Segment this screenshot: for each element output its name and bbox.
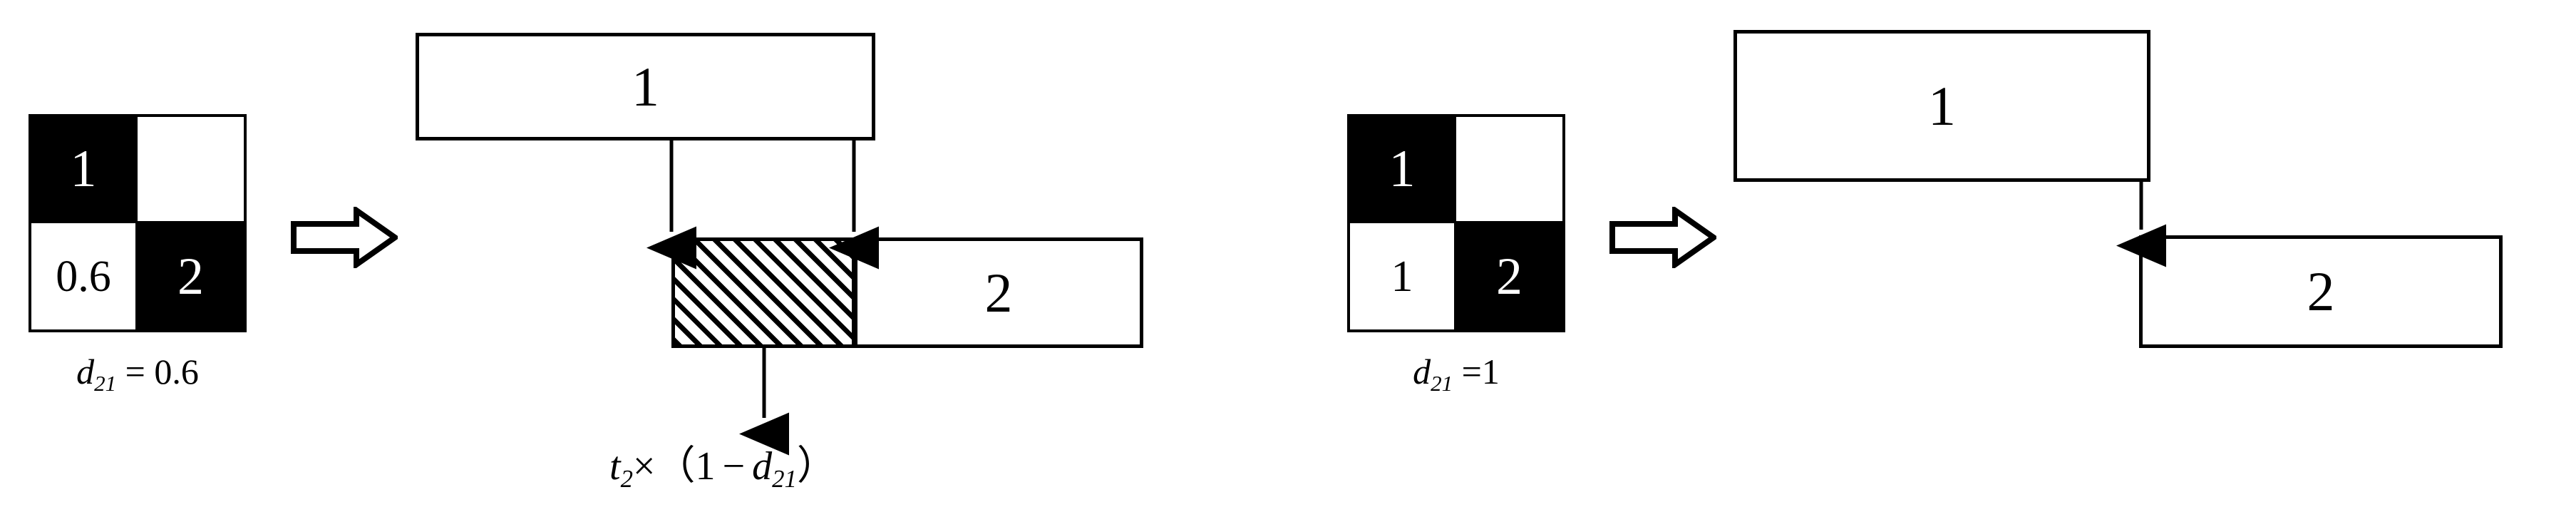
overlap-formula-left: t2×（1−d21） bbox=[609, 434, 837, 493]
matrix-cell-r1c2 bbox=[138, 117, 244, 223]
task-bar-2-right-label: 2 bbox=[2307, 260, 2335, 322]
matrix-label-value: 0.6 bbox=[154, 352, 199, 392]
matrix-label-symbol: d bbox=[76, 352, 95, 392]
formula-t-subscript: 2 bbox=[620, 465, 633, 493]
formula-t-symbol: t bbox=[609, 444, 621, 488]
matrix-cell-r1c1: 1 bbox=[1350, 117, 1456, 223]
matrix-label-right: d21 =1 bbox=[1347, 351, 1565, 396]
task-bar-2-right: 2 bbox=[2139, 235, 2503, 348]
formula-d-symbol: d bbox=[752, 444, 773, 488]
formula-one: 1 bbox=[695, 444, 716, 488]
task-bar-1-left-label: 1 bbox=[632, 55, 659, 118]
task-bar-1-left: 1 bbox=[416, 33, 875, 140]
matrix-cell-r1c2 bbox=[1456, 117, 1562, 223]
matrix-cell-r2c2: 2 bbox=[1456, 223, 1562, 329]
matrix-label-value: 1 bbox=[1481, 352, 1500, 392]
task-bar-1-right: 1 bbox=[1733, 30, 2150, 182]
task-bar-2-left: 2 bbox=[854, 237, 1143, 348]
formula-close-paren: ） bbox=[796, 444, 837, 488]
formula-open-paren: （ bbox=[655, 444, 696, 488]
matrix-cell-r1c1: 1 bbox=[31, 117, 138, 223]
matrix-label-relation: = bbox=[1453, 352, 1482, 392]
adjacency-matrix-left: 1 0.6 2 bbox=[29, 114, 247, 332]
formula-times: × bbox=[632, 444, 656, 488]
task-bar-2-left-label: 2 bbox=[984, 261, 1013, 324]
adjacency-matrix-right: 1 1 2 bbox=[1347, 114, 1565, 332]
matrix-label-symbol: d bbox=[1413, 352, 1431, 392]
block-arrow-left-panel bbox=[291, 205, 400, 270]
matrix-label-subscript: 21 bbox=[1431, 370, 1453, 396]
matrix-label-relation: = bbox=[116, 352, 155, 392]
task-bar-1-right-label: 1 bbox=[1928, 74, 1956, 137]
block-arrow-right-panel bbox=[1609, 205, 1719, 270]
formula-d-subscript: 21 bbox=[772, 465, 797, 493]
matrix-label-subscript: 21 bbox=[94, 370, 117, 396]
matrix-cell-r2c1: 1 bbox=[1350, 223, 1456, 329]
matrix-label-left: d21 = 0.6 bbox=[29, 351, 247, 396]
formula-minus: − bbox=[722, 444, 746, 488]
overlap-bar-left bbox=[671, 237, 855, 348]
matrix-cell-r2c2: 2 bbox=[138, 223, 244, 329]
matrix-cell-r2c1: 0.6 bbox=[31, 223, 138, 329]
